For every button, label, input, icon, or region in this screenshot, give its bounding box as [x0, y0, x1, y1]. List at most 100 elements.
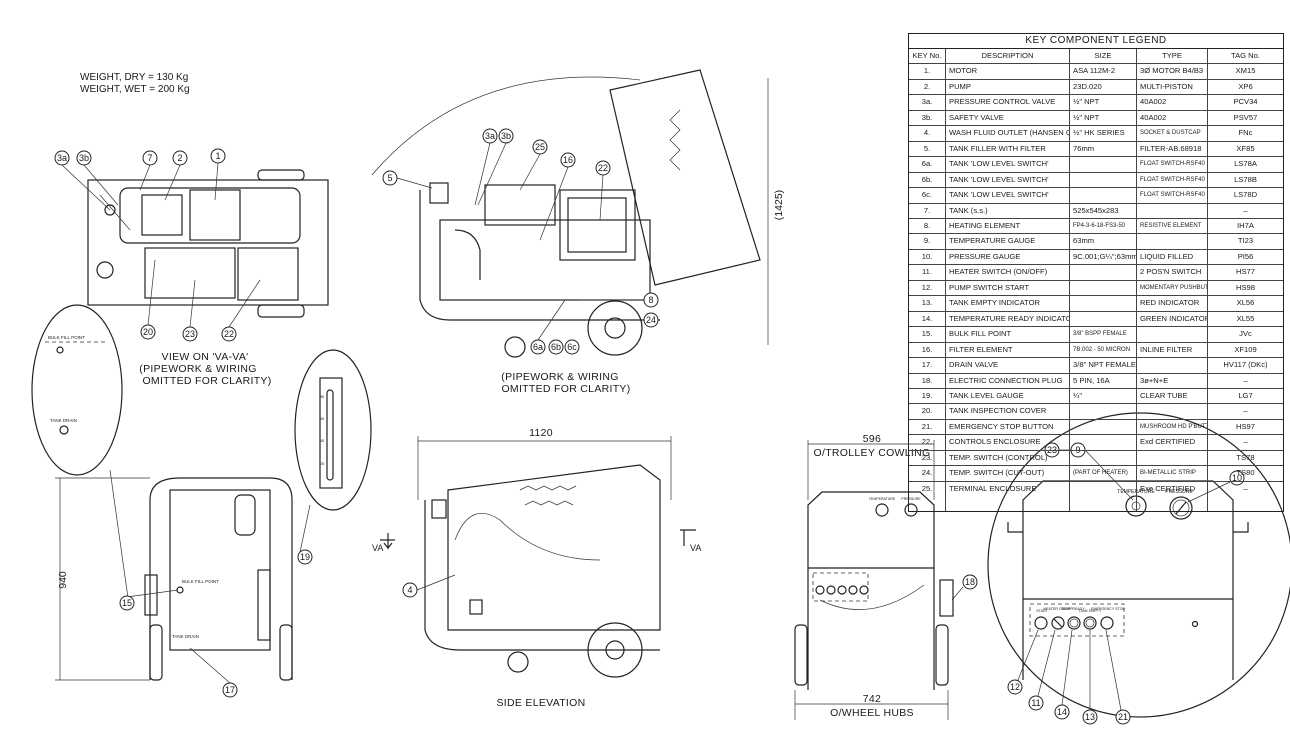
legend-cell-description: TANK 'LOW LEVEL SWITCH' — [946, 157, 1070, 172]
legend-cell-description: TANK (s.s.) — [946, 203, 1070, 218]
legend-cell-tag-no: HV117 (DKc) — [1223, 360, 1268, 370]
legend-cell-type: MULTI-PISTON — [1137, 79, 1208, 95]
callout-22: 22 — [224, 329, 234, 339]
legend-cell-type: LIQUID FILLED — [1137, 249, 1208, 265]
legend-cell-tag-no: PI56 — [1237, 251, 1254, 261]
panel-heater-label: HEATER ON/OFF — [1044, 607, 1074, 611]
callout-22: 22 — [598, 163, 608, 173]
dimension-side-length: 1120 — [529, 427, 553, 439]
legend-cell-key-no: 6a. — [909, 157, 946, 172]
legend-blank-row — [909, 496, 1283, 511]
legend-cell-tag-no: FNc — [1238, 128, 1253, 138]
callout-11: 11 — [1031, 698, 1040, 708]
legend-cell-description: TEMPERATURE GAUGE — [946, 234, 1070, 249]
legend-cell-tag-no: HS77 — [1236, 267, 1255, 277]
front-tank-drain-label: TANK DRAIN — [172, 634, 199, 639]
section-marker-right: VA — [690, 543, 701, 553]
legend-cell-size — [1070, 419, 1137, 435]
legend-cell-key-no: 13. — [909, 296, 946, 311]
callout-7: 7 — [147, 153, 152, 163]
pressure-label: PRESSURE — [1165, 489, 1193, 495]
trolley-open-view — [371, 69, 761, 358]
legend-cell-key-no: 2. — [909, 79, 946, 95]
callout-13: 13 — [1085, 712, 1095, 722]
legend-row: 4.WASH FLUID OUTLET (HANSEN Q.R.)½" HK S… — [909, 126, 1283, 142]
weight-dry: WEIGHT, DRY = 130 Kg — [80, 72, 188, 83]
front-bulk-fill-label: BULK FILL POINT — [182, 579, 219, 584]
legend-cell-key-no: 22. — [909, 435, 946, 450]
legend-cell-tag-no: LS78A — [1234, 159, 1257, 169]
legend-cell-type: BI-METALLIC STRIP — [1137, 466, 1208, 481]
legend-cell-type: FLOAT SWITCH-RSF40 — [1137, 172, 1208, 188]
legend-row: 24.TEMP. SWITCH (CUT-OUT)(PART OF HEATER… — [909, 466, 1283, 482]
callout-3b: 3b — [79, 153, 89, 163]
legend-cell-key-no: 6c. — [909, 188, 946, 203]
col-size: SIZE — [1070, 49, 1137, 64]
legend-cell-type: SOCKET & DUSTCAP — [1137, 126, 1208, 141]
legend-cell-size — [1070, 311, 1137, 327]
legend-cell-description: HEATING ELEMENT — [946, 218, 1070, 234]
legend-cell-description: DRAIN VALVE — [946, 358, 1070, 373]
legend-cell-type — [1137, 404, 1208, 419]
legend-title: KEY COMPONENT LEGEND — [909, 34, 1283, 49]
legend-cell-size: 3/8" NPT FEMALE — [1070, 358, 1137, 373]
legend-row: 6c.TANK 'LOW LEVEL SWITCH'FLOAT SWITCH-R… — [909, 188, 1283, 204]
bulk-fill-point-label: BULK FILL POINT — [48, 335, 85, 340]
legend-cell-tag-no: – — [1243, 437, 1248, 447]
legend-cell-size: 9C.001;G¼";63mm — [1070, 249, 1137, 265]
legend-cell-size: 5 PIN, 16A — [1070, 373, 1137, 388]
legend-cell-type: INLINE FILTER — [1137, 342, 1208, 358]
callout-25: 25 — [535, 142, 545, 152]
plan-caption-1: VIEW ON 'VA-VA' — [162, 351, 249, 363]
legend-header-row: KEY No. DESCRIPTION SIZE TYPE TAG No. — [909, 49, 1283, 65]
legend-cell-key-no: 5. — [909, 141, 946, 157]
callout-18: 18 — [965, 577, 975, 587]
legend-cell-type — [1137, 450, 1208, 466]
callout-6b: 6b — [551, 342, 561, 352]
legend-cell-size: 3/8" BSPP FEMALE — [1070, 327, 1137, 342]
side-elevation: 1120 VA VA 4 — [372, 427, 701, 678]
legend-cell-size: 23D.020 — [1070, 79, 1137, 95]
legend-cell-type: Exe CERTIFIED — [1137, 481, 1208, 497]
legend-cell-tag-no: PCV34 — [1233, 97, 1258, 107]
legend-cell-size: ASA 112M-2 — [1070, 64, 1137, 79]
dimension-overall-height: (1425) — [773, 190, 785, 220]
legend-cell-type: 3Ø MOTOR B4/B3 — [1137, 64, 1208, 79]
legend-cell-key-no: 14. — [909, 311, 946, 327]
legend-cell-size: 63mm — [1070, 234, 1137, 249]
legend-cell-key-no: 8. — [909, 218, 946, 234]
legend-cell-key-no: 3b. — [909, 110, 946, 126]
tank-drain-label: TANK DRAIN — [50, 418, 77, 423]
legend-cell-tag-no: JVc — [1239, 329, 1252, 339]
side-elevation-caption: SIDE ELEVATION — [497, 697, 586, 709]
legend-cell-type: FILTER-AB.68918 — [1137, 141, 1208, 157]
col-type: TYPE — [1137, 49, 1208, 64]
legend-row: 6a.TANK 'LOW LEVEL SWITCH'FLOAT SWITCH-R… — [909, 157, 1283, 173]
legend-cell-description: MOTOR — [946, 64, 1070, 79]
legend-cell-description: TANK INSPECTION COVER — [946, 404, 1070, 419]
panel-start-label: START — [1036, 609, 1048, 613]
key-component-legend: KEY COMPONENT LEGEND KEY No. DESCRIPTION… — [908, 33, 1284, 512]
legend-cell-tag-no: – — [1243, 375, 1248, 385]
legend-cell-tag-no: XF109 — [1234, 344, 1257, 354]
legend-cell-type: 40A002 — [1137, 95, 1208, 110]
legend-cell-description: BULK FILL POINT — [946, 327, 1070, 342]
front-view: BULK FILL POINT TANK DRAIN 80 60 40 20 B… — [31, 304, 372, 698]
dimension-front-height: 940 — [57, 571, 69, 589]
legend-cell-key-no: 10. — [909, 249, 946, 265]
legend-cell-tag-no: TS80 — [1236, 468, 1255, 478]
callout-6a: 6a — [533, 342, 543, 352]
legend-cell-size — [1070, 188, 1137, 203]
legend-cell-type — [1137, 358, 1208, 373]
legend-cell-description: PUMP SWITCH START — [946, 280, 1070, 296]
dimension-hubs-width: 742 — [863, 693, 881, 705]
callout-19: 19 — [300, 552, 310, 562]
legend-row: 23.TEMP. SWITCH (CONTROL)TS78 — [909, 450, 1283, 467]
